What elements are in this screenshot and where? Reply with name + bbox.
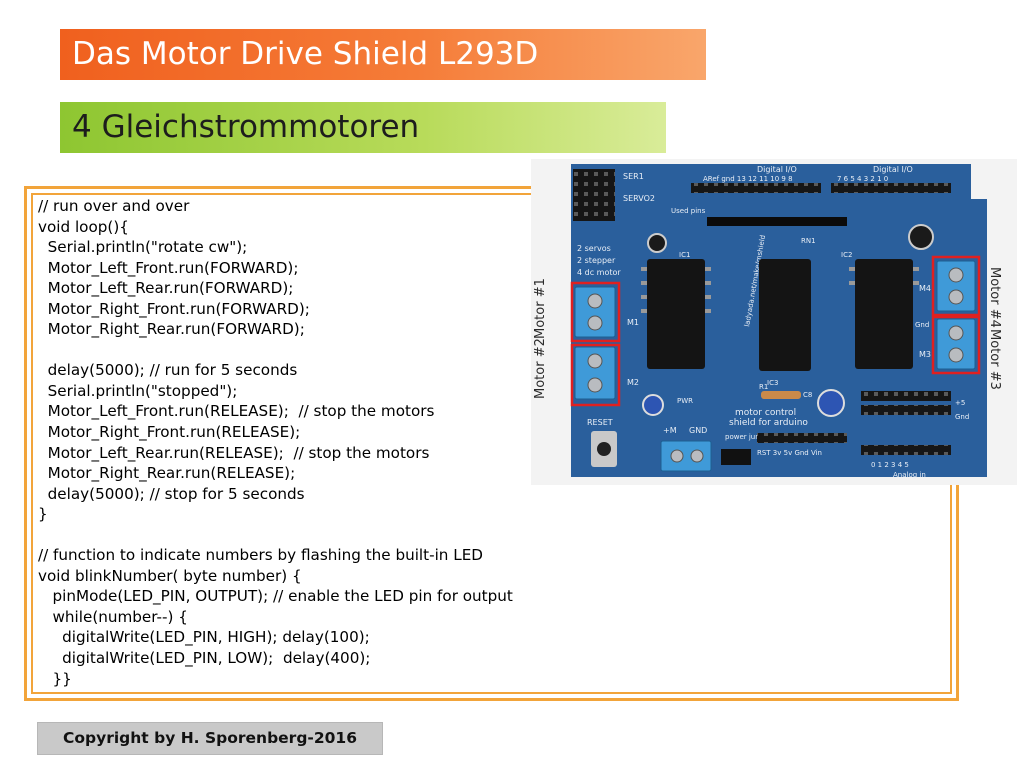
capacitor-c1 bbox=[647, 233, 667, 253]
code-line: Motor_Left_Rear.run(RELEASE); // stop th… bbox=[38, 443, 430, 462]
silk-m4: M4 bbox=[919, 284, 931, 293]
silk-r1: R1 bbox=[759, 383, 768, 391]
code-line: // run over and over bbox=[38, 197, 190, 215]
code-line: void loop(){ bbox=[38, 217, 129, 236]
motor-2-highlight bbox=[570, 343, 621, 407]
silk-servo-info-1: 2 stepper bbox=[577, 256, 616, 265]
header-strip bbox=[707, 217, 847, 226]
l293d-chip-ic2 bbox=[855, 259, 913, 369]
motor-4-highlight bbox=[931, 255, 981, 317]
code-line: }} bbox=[38, 669, 72, 688]
code-block: // run over and over void loop(){ Serial… bbox=[38, 196, 513, 689]
silk-analog-row: 0 1 2 3 4 5 bbox=[871, 461, 909, 469]
silk-m2: M2 bbox=[627, 378, 639, 387]
silk-power-jumper: power jumper bbox=[725, 433, 774, 441]
power-jumper bbox=[721, 449, 751, 465]
silk-power-row: RST 3v 5v Gnd Vin bbox=[757, 449, 822, 457]
silk-servo-info-2: 4 dc motor bbox=[577, 268, 621, 277]
silk-pwr: PWR bbox=[677, 397, 693, 405]
digital-header-left bbox=[691, 183, 821, 193]
power-header bbox=[757, 433, 847, 443]
code-line: Motor_Right_Front.run(FORWARD); bbox=[38, 299, 310, 318]
code-line: digitalWrite(LED_PIN, HIGH); delay(100); bbox=[38, 628, 370, 647]
code-line: Serial.println("rotate cw"); bbox=[38, 238, 248, 257]
silk-m1: M1 bbox=[627, 318, 639, 327]
silk-title-line-1: motor control bbox=[735, 408, 796, 418]
motor-2-terminal bbox=[574, 346, 616, 400]
silk-rn1: RN1 bbox=[801, 237, 816, 245]
silk-plus-m: +M bbox=[663, 426, 677, 435]
l293d-chip-ic1 bbox=[647, 259, 705, 369]
slide-title: Das Motor Drive Shield L293D bbox=[60, 29, 706, 80]
code-line: Serial.println("stopped"); bbox=[38, 381, 238, 400]
code-line: Motor_Left_Rear.run(FORWARD); bbox=[38, 279, 294, 298]
resistor-r1 bbox=[761, 391, 801, 399]
silk-aref-row: ARef gnd 13 12 11 10 9 8 bbox=[703, 175, 793, 183]
silk-reset: RESET bbox=[587, 418, 613, 427]
code-line: delay(5000); // stop for 5 seconds bbox=[38, 484, 305, 503]
motor-2-label: Motor #2 bbox=[533, 338, 548, 399]
code-line: // function to indicate numbers by flash… bbox=[38, 546, 484, 565]
code-line: pinMode(LED_PIN, OUTPUT); // enable the … bbox=[38, 587, 513, 606]
silk-digital-row: 7 6 5 4 3 2 1 0 bbox=[837, 175, 888, 183]
capacitor-c6 bbox=[908, 224, 934, 250]
code-line: Motor_Right_Rear.run(RELEASE); bbox=[38, 464, 296, 483]
silk-gnd-right: Gnd bbox=[955, 413, 969, 421]
motor-3-label: Motor #3 bbox=[987, 329, 1002, 390]
silk-ic3: IC3 bbox=[767, 379, 778, 387]
shift-register-chip bbox=[759, 259, 811, 371]
silk-c8: C8 bbox=[803, 391, 812, 399]
analog-header bbox=[861, 445, 951, 455]
silk-ser1: SER1 bbox=[623, 172, 644, 181]
code-line: Motor_Left_Front.run(RELEASE); // stop t… bbox=[38, 402, 435, 421]
servo-header bbox=[573, 169, 615, 221]
motor-3-terminal bbox=[936, 318, 976, 370]
power-terminal bbox=[660, 440, 712, 472]
code-line: } bbox=[38, 505, 48, 524]
code-line: Motor_Right_Rear.run(FORWARD); bbox=[38, 320, 305, 339]
silk-title-line-2: shield for arduino bbox=[729, 418, 808, 428]
motor-4-terminal bbox=[936, 260, 976, 312]
silk-servo-info-0: 2 servos bbox=[577, 244, 611, 253]
motor-shield-photo: Digital I/O Digital I/O SER1 SERVO2 Used… bbox=[531, 159, 1017, 485]
motor-4-label: Motor #4 bbox=[987, 267, 1002, 328]
copyright-badge: Copyright by H. Sporenberg-2016 bbox=[37, 722, 383, 755]
code-line: while(number--) { bbox=[38, 607, 188, 626]
silk-used-pins: Used pins bbox=[671, 207, 706, 215]
silk-plus5: +5 bbox=[955, 399, 965, 407]
code-line: digitalWrite(LED_PIN, LOW); delay(400); bbox=[38, 649, 371, 668]
silk-gnd-power: GND bbox=[689, 426, 707, 435]
slide-subtitle: 4 Gleichstrommotoren bbox=[60, 102, 666, 153]
code-line: void blinkNumber( byte number) { bbox=[38, 566, 302, 585]
digital-header-right bbox=[831, 183, 951, 193]
silk-gnd: Gnd bbox=[915, 321, 929, 329]
silk-analog-in: Analog in bbox=[893, 471, 926, 479]
reset-button-cap bbox=[597, 442, 611, 456]
capacitor-pwr bbox=[642, 394, 664, 416]
motor-1-highlight bbox=[570, 281, 621, 343]
code-line: Motor_Right_Front.run(RELEASE); bbox=[38, 423, 301, 442]
motor-1-terminal bbox=[574, 286, 616, 338]
silk-digital-io-left: Digital I/O bbox=[757, 165, 797, 174]
silk-m3: M3 bbox=[919, 350, 931, 359]
silk-ic1: IC1 bbox=[679, 251, 690, 259]
silk-ic2: IC2 bbox=[841, 251, 852, 259]
silk-digital-io-right: Digital I/O bbox=[873, 165, 913, 174]
code-line: delay(5000); // run for 5 seconds bbox=[38, 361, 298, 380]
motor-1-label: Motor #1 bbox=[533, 278, 548, 339]
capacitor-c8 bbox=[817, 389, 845, 417]
code-line: Motor_Left_Front.run(FORWARD); bbox=[38, 258, 299, 277]
motor-3-highlight bbox=[931, 315, 981, 375]
gnd-header bbox=[861, 405, 951, 415]
plus5-header bbox=[861, 391, 951, 401]
silk-servo2: SERVO2 bbox=[623, 194, 655, 203]
